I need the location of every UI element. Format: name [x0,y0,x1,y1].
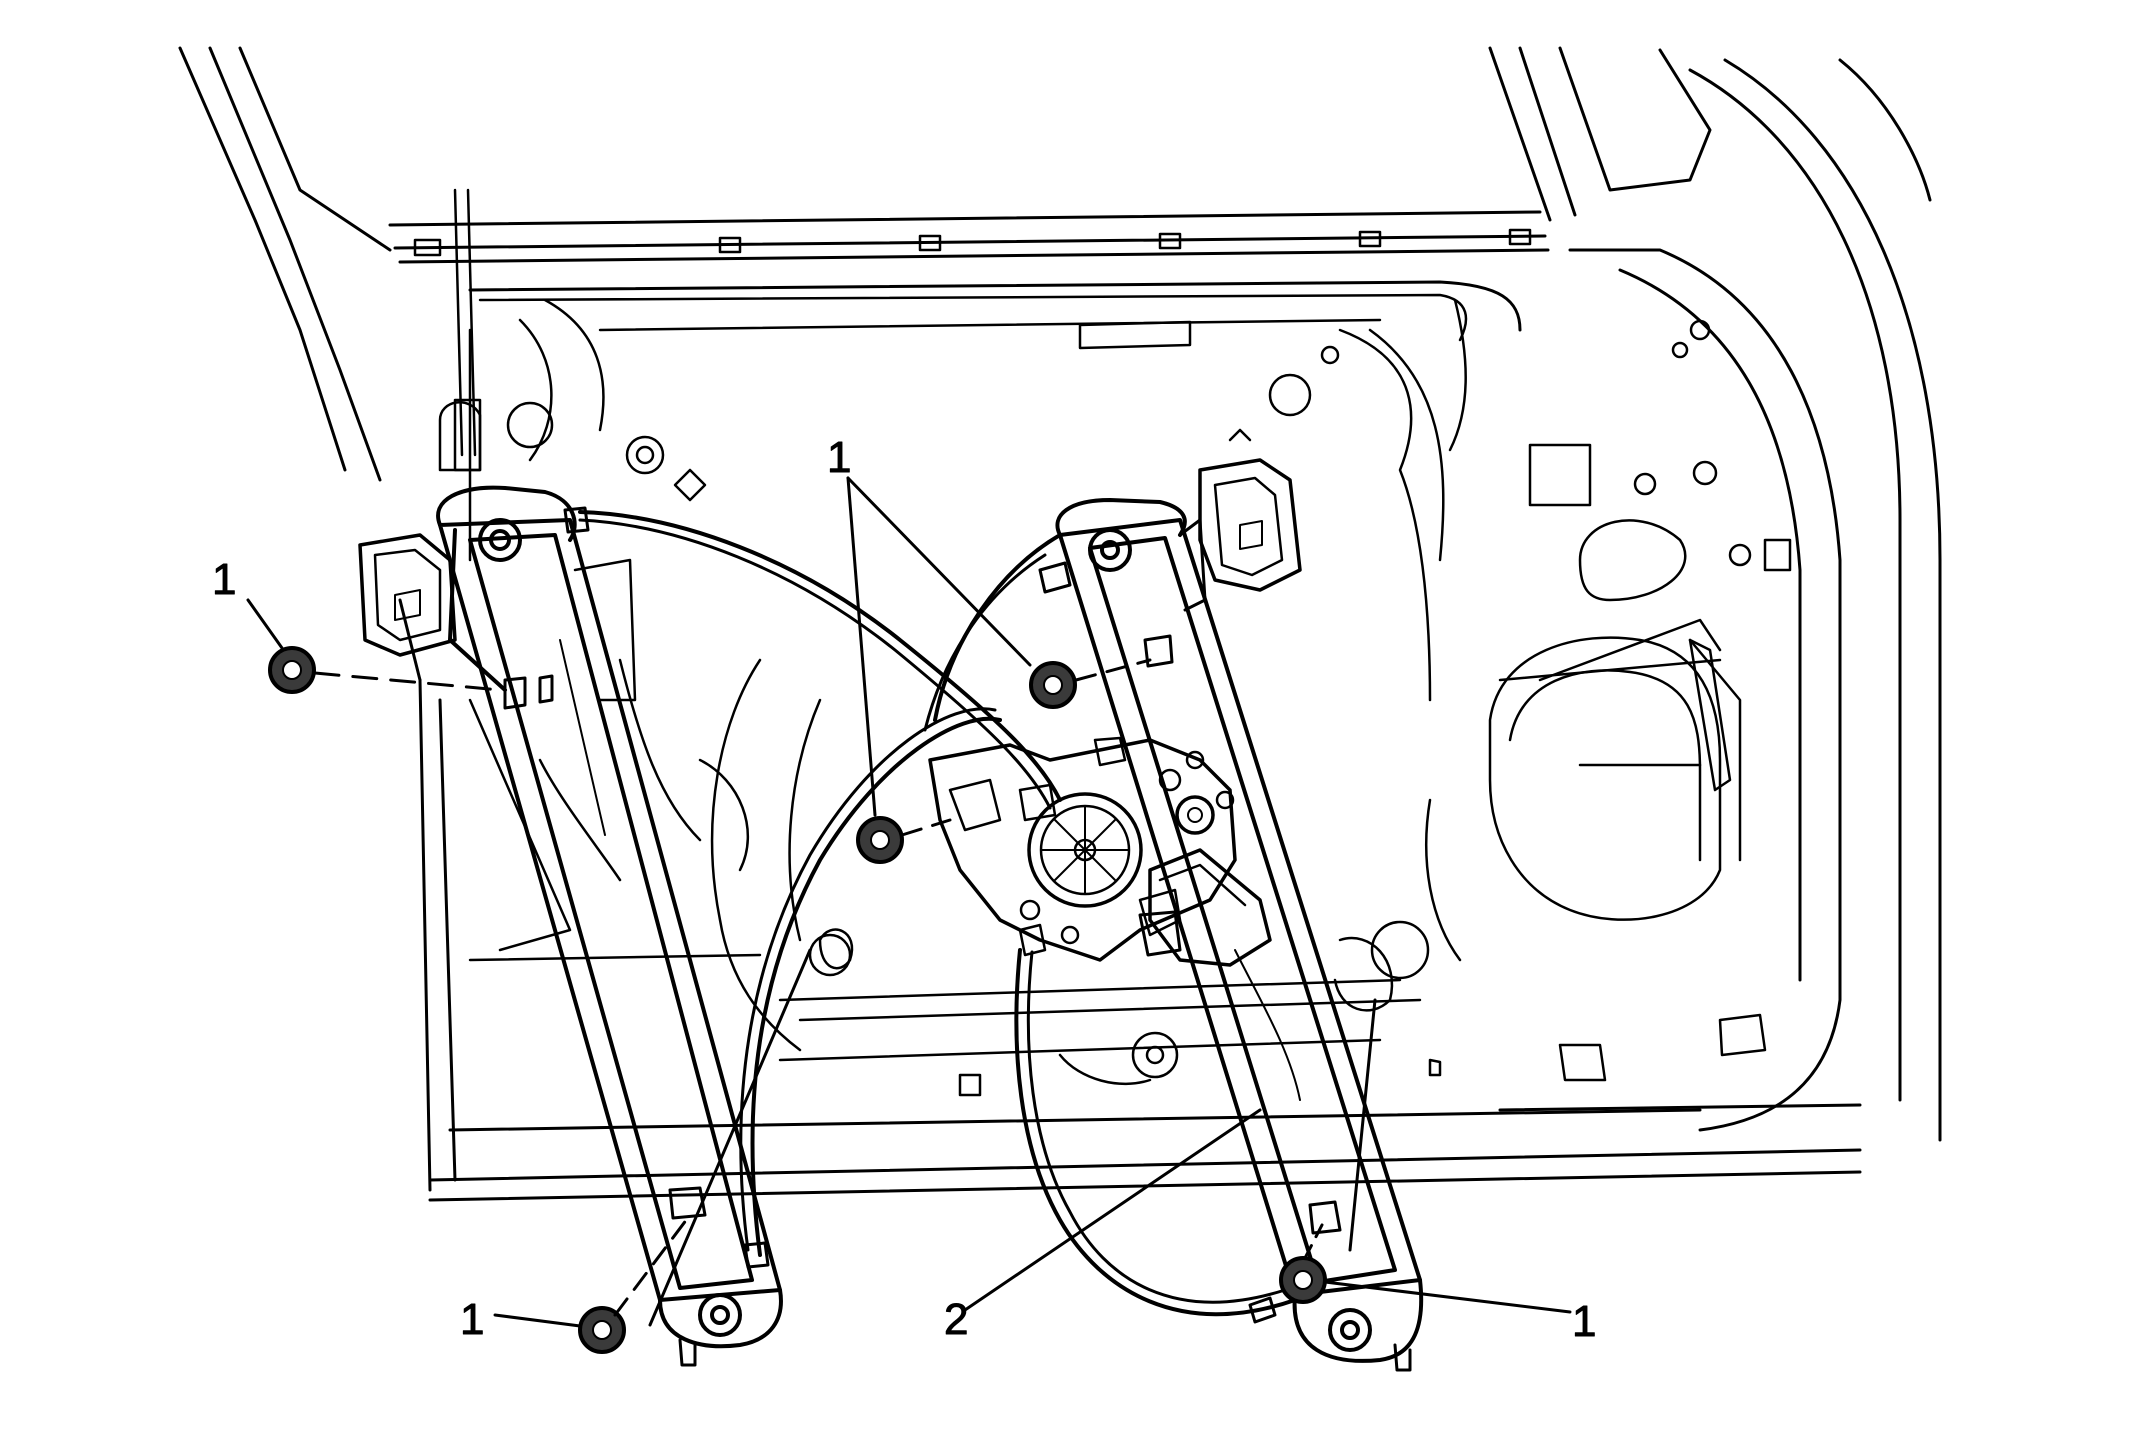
nut-fastener [856,816,904,864]
callout-1-top-center: 1 [827,433,851,482]
regulator-motor [928,736,1272,967]
leader-lines [246,476,1572,1328]
nut-fastener [578,1306,626,1354]
window-regulator [923,458,1424,1372]
window-regulator [358,485,1062,1367]
callout-1-bottom-right: 1 [1572,1297,1596,1346]
nut-fastener [1279,1256,1327,1304]
install-guide-lines [313,658,1324,1317]
callout-2: 2 [944,1295,968,1344]
nut-fastener [1029,661,1077,709]
callout-1-bottom-left: 1 [460,1295,484,1344]
inner-panel [413,188,1792,1097]
door-frame [178,46,1942,1202]
callout-1-top-left: 1 [212,555,236,604]
nut-fastener [268,646,316,694]
